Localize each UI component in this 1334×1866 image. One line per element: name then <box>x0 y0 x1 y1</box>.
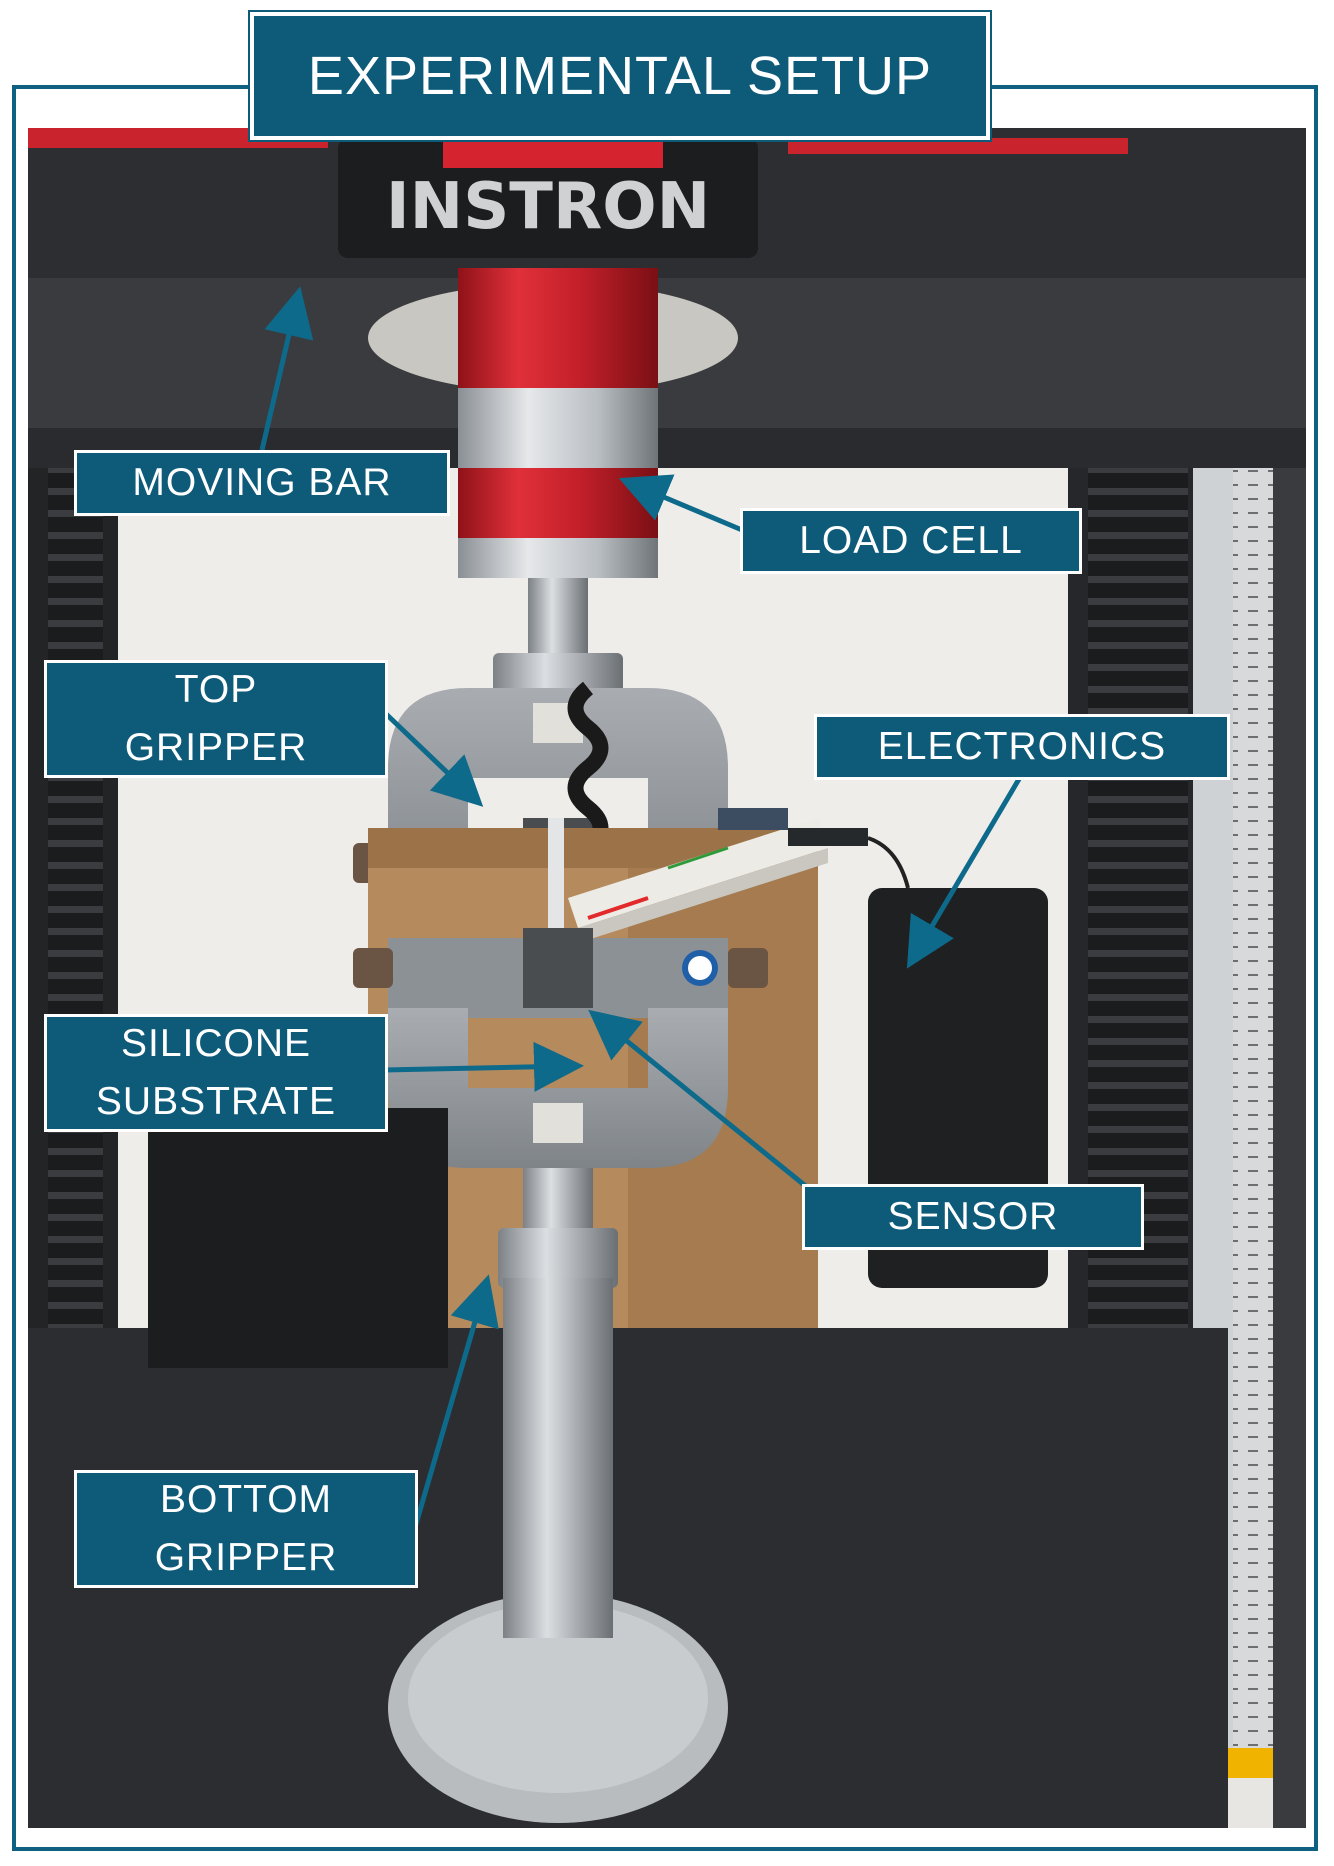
label-load-cell-text: LOAD CELL <box>799 519 1023 562</box>
label-silicone-line1: SILICONE <box>120 1022 312 1065</box>
label-moving-bar: MOVING BAR <box>74 450 450 516</box>
label-silicone-line2: SUBSTRATE <box>95 1080 337 1123</box>
label-bottom-gripper-line2: GRIPPER <box>154 1536 338 1579</box>
label-top-gripper: TOP GRIPPER <box>44 660 388 778</box>
label-electronics-text: ELECTRONICS <box>877 725 1167 768</box>
label-silicone-substrate: SILICONE SUBSTRATE <box>44 1014 388 1132</box>
label-top-gripper-line2: GRIPPER <box>124 726 308 769</box>
label-electronics: ELECTRONICS <box>814 714 1230 780</box>
page-title: EXPERIMENTAL SETUP <box>250 12 990 140</box>
label-load-cell: LOAD CELL <box>740 508 1082 574</box>
label-bottom-gripper: BOTTOM GRIPPER <box>74 1470 418 1588</box>
label-bottom-gripper-line1: BOTTOM <box>159 1478 333 1521</box>
instron-logo: INSTRON <box>386 170 710 244</box>
label-moving-bar-text: MOVING BAR <box>132 461 392 504</box>
label-top-gripper-line1: TOP <box>174 668 258 711</box>
label-sensor-text: SENSOR <box>887 1195 1059 1238</box>
label-sensor: SENSOR <box>802 1184 1144 1250</box>
